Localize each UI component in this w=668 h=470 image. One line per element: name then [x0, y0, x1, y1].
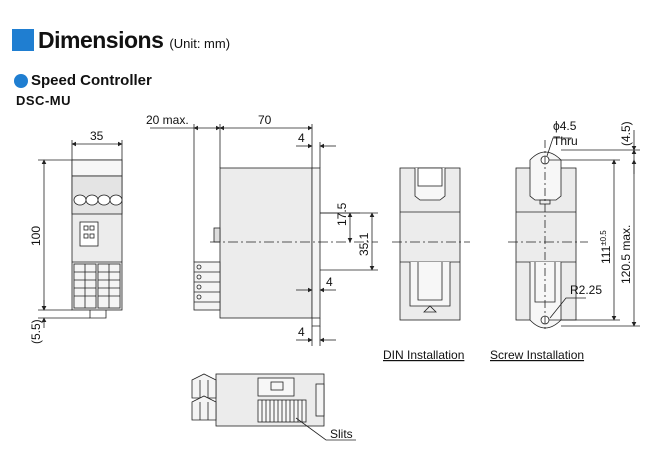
screw-top-label: (4.5): [619, 121, 633, 146]
front-view: [38, 140, 123, 328]
front-height-label: 100: [29, 226, 43, 246]
din-installation-view: [392, 167, 470, 321]
screw-pitch-tolerance: ±0.5: [599, 230, 608, 246]
screw-radius-label: R2.25: [570, 283, 602, 297]
slits-label: Slits: [330, 427, 353, 441]
screw-installation-view: [508, 130, 640, 330]
screw-hole-label: ϕ4.5: [553, 119, 577, 133]
subsection-header: Speed Controller: [14, 72, 152, 89]
side-depth-label: 70: [258, 113, 272, 127]
bottom-connectors: [191, 373, 217, 421]
front-bottom-label: (5.5): [29, 319, 43, 344]
terminal-block-right: [97, 263, 121, 309]
screw-overall-label: 120.5 max.: [619, 225, 633, 284]
bottom-view: [191, 373, 356, 441]
side-connector: [193, 261, 221, 311]
side-overhang-label: 20 max.: [146, 113, 189, 127]
terminal-block-left: [73, 263, 97, 309]
side-17-5-label: 17.5: [335, 202, 349, 226]
led-display-icon: [73, 194, 123, 206]
din-caption: DIN Installation: [383, 348, 464, 362]
model-name: DSC-MU: [16, 93, 71, 108]
side-35-1-label: 35.1: [357, 232, 371, 256]
screw-thru-label: Thru: [553, 134, 578, 148]
page-title: Dimensions: [38, 26, 164, 53]
side-bottom-4-label: 4: [298, 325, 305, 339]
side-top-4-label: 4: [298, 131, 305, 145]
side-view: [150, 124, 378, 346]
unit-label: (Unit: mm): [169, 35, 231, 51]
section-header: Dimensions (Unit: mm): [12, 26, 231, 53]
screw-pitch-label: 111±0.5: [599, 230, 613, 264]
front-width-label: 35: [90, 129, 104, 143]
slits-vents: [257, 399, 307, 423]
side-mid-4-label: 4: [326, 275, 333, 289]
screw-caption: Screw Installation: [490, 348, 584, 362]
bullet-circle-icon: [14, 73, 28, 88]
subsection-title: Speed Controller: [31, 72, 152, 89]
header-square-icon: [12, 29, 34, 51]
screw-pitch-value: 111: [599, 245, 613, 264]
